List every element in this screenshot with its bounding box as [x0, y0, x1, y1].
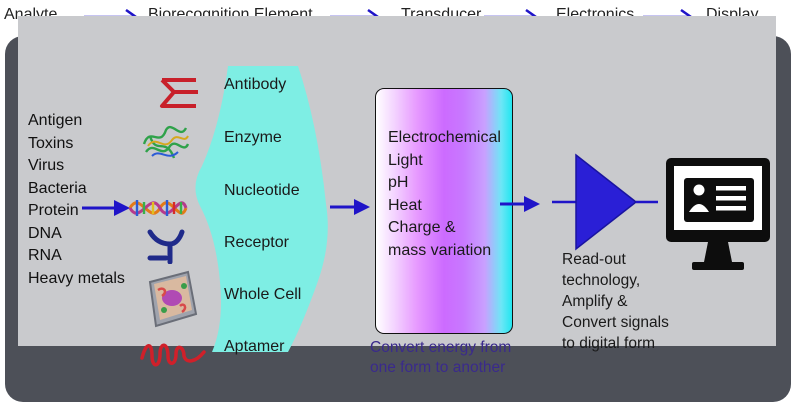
analyte-item: DNA [28, 224, 62, 242]
analyte-item: Bacteria [28, 179, 87, 197]
transducer-box: Electrochemical Light pH Heat Charge & m… [375, 88, 513, 334]
transducer-signal-list: Electrochemical Light pH Heat Charge & m… [388, 127, 501, 262]
analyte-item: Toxins [28, 134, 74, 152]
signal-item: Charge & [388, 219, 456, 236]
bio-item-whole-cell: Whole Cell [224, 286, 302, 303]
caption-line: Read-out [562, 251, 626, 268]
caption-line: technology, [562, 272, 641, 289]
signal-item: Electrochemical [388, 129, 501, 146]
signal-item: Heat [388, 196, 422, 214]
caption-line: Convert energy from [370, 339, 512, 356]
analyte-item: Virus [28, 157, 65, 174]
signal-item: mass variation [388, 241, 492, 259]
arrow-bio-to-transducer-icon [330, 199, 370, 215]
transducer-caption: Convert energy from one form to another [370, 338, 511, 378]
bio-item-enzyme: Enzyme [224, 129, 282, 146]
bio-item-nucleotide: Nucleotide [224, 182, 300, 199]
aptamer-icon [140, 343, 206, 367]
analyte-list: Antigen Toxins Virus Bacteria Protein DN… [28, 110, 125, 290]
bio-item-receptor: Receptor [224, 234, 289, 251]
bio-item-antibody: Antibody [224, 76, 287, 93]
whole-cell-icon [148, 270, 198, 328]
arrow-analyte-to-bio-icon [82, 200, 130, 216]
caption-line: Convert signals [562, 314, 669, 331]
biorecognition-shape [195, 66, 328, 352]
bio-item-aptamer: Aptamer [224, 338, 285, 355]
display-monitor-icon [666, 158, 770, 270]
analyte-item: Protein [28, 202, 79, 219]
arrow-transducer-to-electronics-icon [500, 196, 540, 212]
signal-item: pH [388, 174, 409, 191]
caption-line: to digital form [562, 335, 656, 352]
analyte-item: Antigen [28, 112, 83, 129]
receptor-icon [147, 229, 185, 264]
enzyme-icon [142, 125, 190, 159]
signal-item: Light [388, 151, 423, 169]
analyte-item: RNA [28, 247, 62, 264]
electronics-caption: Read-out technology, Amplify & Convert s… [562, 249, 669, 354]
antibody-icon [160, 78, 198, 108]
analyte-item: Heavy metals [28, 269, 125, 287]
amplifier-icon [552, 153, 658, 251]
caption-line: one form to another [370, 359, 506, 376]
dna-icon [128, 200, 188, 216]
caption-line: Amplify & [562, 293, 628, 310]
